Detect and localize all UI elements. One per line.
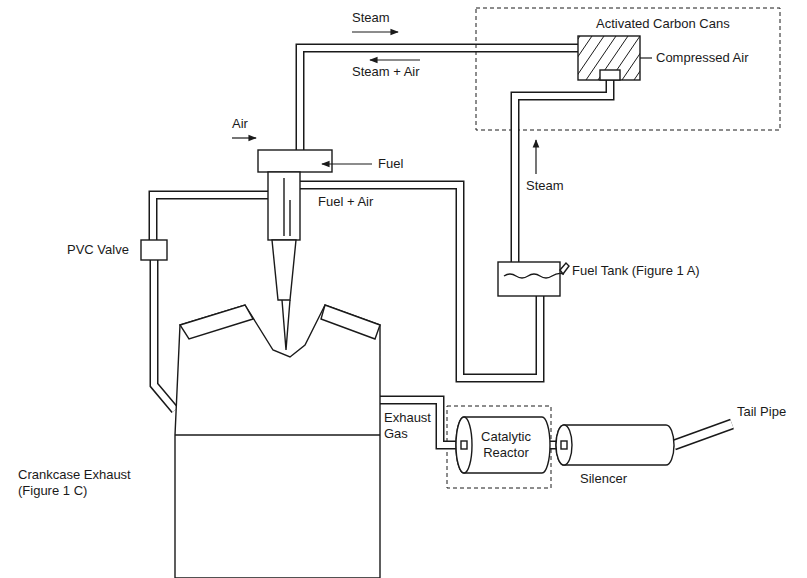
reactor-frame: [447, 406, 551, 488]
flow-label: Steam + Air: [352, 64, 420, 80]
intake-needle: [282, 300, 290, 350]
pvc-valve: PVC Valve: [141, 240, 167, 260]
hatch-line: [634, 36, 640, 80]
cylinder-body: [456, 417, 550, 473]
fuel-tank: Fuel Tank (Figure 1 A): [498, 262, 560, 296]
node-label: Catalytic Reactor: [474, 429, 538, 460]
pipe-bore: [550, 442, 556, 448]
intake-funnel: [272, 240, 296, 300]
node-shape: [175, 295, 380, 578]
node-label: Crankcase Exhaust (Figure 1 C): [18, 467, 153, 498]
node-shape: [556, 425, 674, 465]
fuel-level: [504, 273, 564, 278]
flow-arrow: [232, 137, 256, 138]
pipe-connector: [515, 80, 610, 262]
carburetor-body: [268, 172, 300, 240]
node-shape: [141, 240, 167, 260]
hatch-line: [598, 36, 628, 80]
carburetor-top: [258, 150, 332, 172]
filler-neck: [560, 263, 569, 274]
pipe-bore: [515, 80, 610, 262]
inlet: [561, 441, 567, 449]
node-label: Silencer: [580, 471, 627, 487]
flow-label: Tail Pipe: [737, 404, 786, 420]
flow-label: Steam: [352, 10, 390, 26]
engine-block: Crankcase Exhaust (Figure 1 C): [175, 295, 380, 578]
cylinder-body: [556, 425, 674, 465]
pipe-wall: [154, 260, 175, 410]
flow-arrow: [370, 59, 420, 60]
dashed-frames: [447, 8, 780, 488]
inlet: [461, 441, 467, 449]
canister-port: [600, 70, 620, 80]
valve-body: [141, 240, 167, 260]
cylinder-end: [456, 417, 472, 473]
canister-frame: [476, 8, 780, 130]
cylinder-head: [180, 305, 253, 339]
flow-label: Air: [232, 116, 248, 132]
node-label: PVC Valve: [67, 242, 129, 258]
crankcase-line: [175, 434, 380, 435]
canister-hatch: [578, 36, 640, 80]
flow-label: Fuel: [378, 156, 403, 172]
tail-pipe: [674, 424, 732, 445]
hatch-line: [622, 36, 640, 80]
engine-outline: [175, 305, 380, 578]
cylinder-end: [556, 425, 572, 465]
flow-label: Exhaust Gas: [384, 410, 434, 441]
flow-arrows: [232, 32, 652, 174]
pipe-connector: [154, 260, 175, 410]
pipe-bore: [154, 260, 175, 410]
cylinder-head: [321, 305, 380, 339]
node-shape: [498, 262, 560, 296]
flow-arrow: [535, 140, 536, 174]
pipe-wall: [515, 80, 610, 262]
node-shape: [578, 36, 640, 80]
pipe-wall: [550, 441, 556, 450]
tank-body: [498, 262, 560, 296]
tail-pipe-bore: [674, 424, 732, 445]
air-pipe-bore: [153, 195, 268, 240]
carburetor-tube: [289, 200, 290, 236]
catalytic-reactor: Catalytic Reactor: [456, 417, 550, 473]
air-pipe: [153, 195, 268, 240]
silencer: Silencer: [556, 425, 674, 465]
carbon-canister: Activated Carbon Cans: [578, 36, 640, 80]
flow-label: Compressed Air: [656, 50, 748, 66]
flow-arrow: [322, 163, 372, 164]
pipe-connector: [380, 400, 456, 445]
pipe-wall: [380, 400, 456, 445]
node-label: Fuel Tank (Figure 1 A): [572, 263, 700, 279]
node-label: Activated Carbon Cans: [596, 16, 730, 32]
flow-arrow: [352, 31, 398, 32]
flow-label: Fuel + Air: [318, 194, 373, 210]
carburetor-tube: [283, 178, 284, 236]
flow-label: Steam: [526, 178, 564, 194]
pipe-bore: [380, 400, 456, 445]
pipe-connector: [550, 445, 556, 446]
